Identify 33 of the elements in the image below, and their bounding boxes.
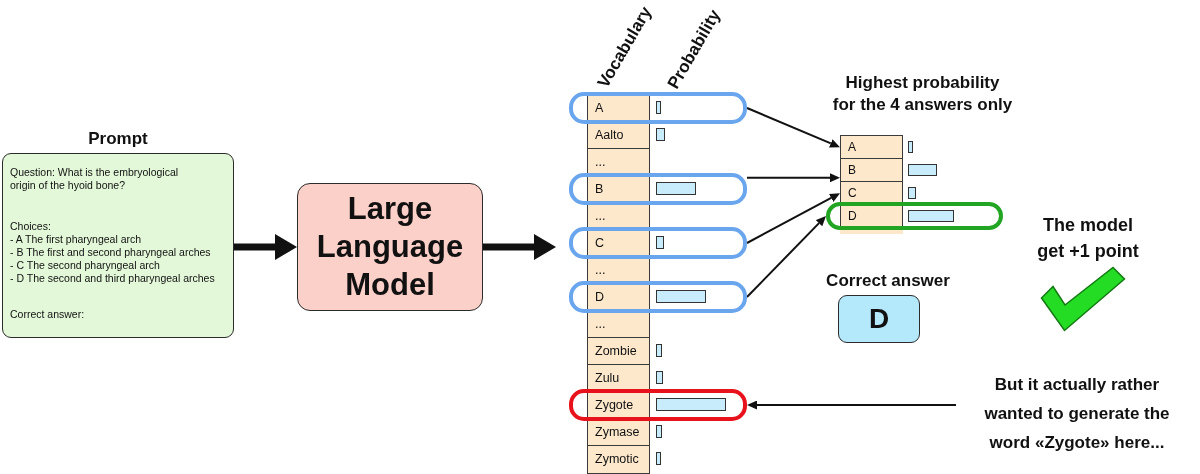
annotation-text: But it actually rather wanted to generate the word «Zygote» here...	[956, 370, 1198, 457]
list-item: - A The first pharyngeal arch	[10, 233, 142, 246]
highlight-ring	[569, 173, 747, 205]
list-item: - B The first and second pharyngeal arches	[10, 246, 211, 259]
heading: Prompt	[87, 128, 149, 150]
highlight-ring	[569, 389, 747, 421]
table-cell: Zombie	[587, 337, 650, 366]
highlight-ring	[826, 202, 1003, 230]
highlight-ring	[569, 227, 747, 259]
arrow	[483, 234, 556, 260]
heading: Correct answer	[825, 270, 951, 292]
answer-card: D	[838, 295, 920, 343]
list-item: - C The second pharyngeal arch	[10, 259, 160, 272]
note-text: The model get +1 point	[1036, 214, 1140, 263]
table-cell: C	[587, 229, 650, 258]
table-cell: D	[587, 283, 650, 312]
process-box: Large Language Model	[297, 183, 483, 311]
table-cell: D	[840, 204, 903, 229]
highlight-ring	[569, 92, 747, 124]
table-cell: Zygote	[587, 391, 650, 420]
list-item: - D The second and third pharyngeal arches	[10, 272, 215, 285]
answer-prompt-text: Correct answer:	[10, 308, 85, 321]
arrow	[747, 400, 957, 410]
list-heading: Choices:	[10, 220, 51, 233]
question-text: Question: What is the embryological origin of the hyoid bone?	[10, 166, 180, 192]
highlight-ring	[569, 281, 747, 313]
table-cell: Zymotic	[587, 445, 650, 474]
table-cell: B	[840, 158, 903, 183]
arrow	[234, 234, 297, 260]
table-cell: A	[840, 135, 903, 160]
heading: Highest probability for the 4 answers only	[831, 72, 1014, 116]
table-cell: A	[587, 94, 650, 123]
table-cell: B	[587, 175, 650, 204]
